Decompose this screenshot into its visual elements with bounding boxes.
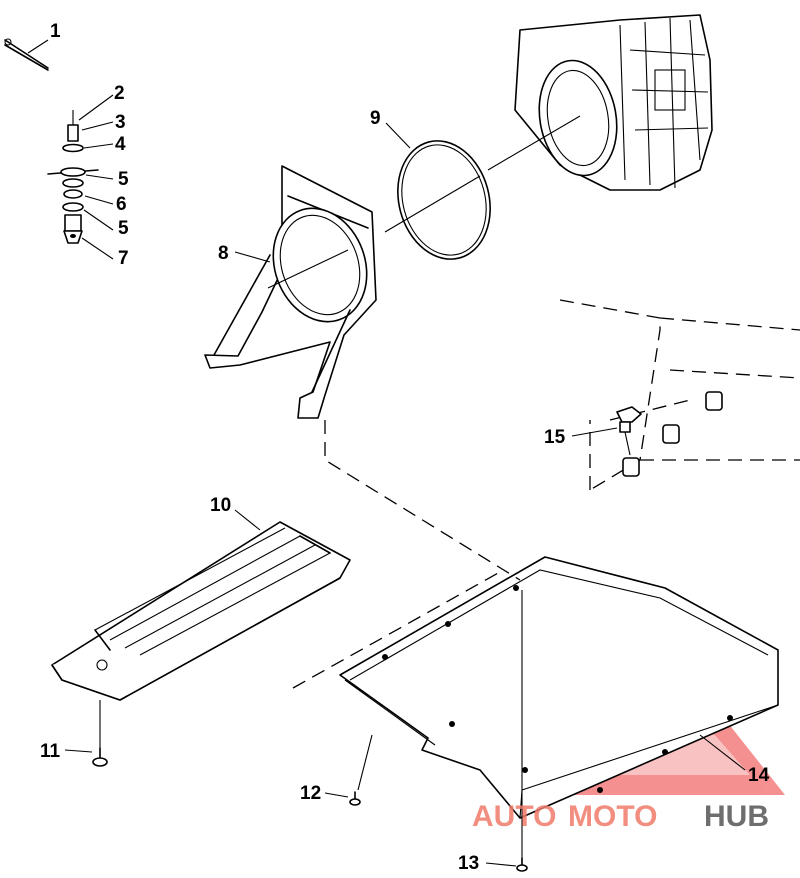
callout-10: 10 bbox=[210, 495, 231, 516]
drive-housing bbox=[487, 14, 713, 191]
part-15-clip bbox=[616, 406, 642, 456]
callout-2: 2 bbox=[114, 83, 125, 104]
callout-14: 14 bbox=[748, 765, 770, 786]
construction-lines bbox=[292, 420, 521, 689]
watermark-hub: HUB bbox=[704, 800, 769, 833]
callout-5-lower: 5 bbox=[118, 218, 129, 239]
callout-7: 7 bbox=[118, 248, 129, 269]
part-13-screw bbox=[516, 857, 528, 872]
callout-13: 13 bbox=[458, 853, 479, 874]
callout-3: 3 bbox=[115, 112, 126, 133]
watermark-auto: AUTO bbox=[472, 800, 556, 833]
callout-5-upper: 5 bbox=[118, 169, 129, 190]
part-10-pad bbox=[51, 521, 351, 748]
callout-9: 9 bbox=[370, 108, 381, 129]
callouts: 1 2 3 4 5 6 5 7 8 9 10 11 12 13 14 15 bbox=[40, 21, 770, 874]
callout-4: 4 bbox=[115, 134, 126, 155]
callout-8: 8 bbox=[218, 243, 229, 264]
frame-outline bbox=[559, 299, 800, 491]
watermark: AUTO MOTO HUB bbox=[472, 800, 769, 833]
leader-lines bbox=[27, 39, 746, 867]
callout-12: 12 bbox=[300, 783, 321, 804]
part-11-screw bbox=[92, 747, 108, 767]
callout-6: 6 bbox=[116, 194, 127, 215]
part-9-o-ring bbox=[384, 140, 491, 260]
part-12-screw bbox=[349, 791, 361, 806]
part-8-bracket bbox=[204, 165, 377, 419]
callout-1: 1 bbox=[50, 21, 61, 42]
callout-11: 11 bbox=[40, 741, 61, 762]
watermark-moto: MOTO bbox=[568, 800, 657, 833]
part-1-rod bbox=[4, 38, 49, 71]
callout-15: 15 bbox=[544, 427, 566, 448]
part-14-floor-panel bbox=[339, 556, 779, 862]
parts-2-7-fastener-stack bbox=[47, 110, 99, 244]
